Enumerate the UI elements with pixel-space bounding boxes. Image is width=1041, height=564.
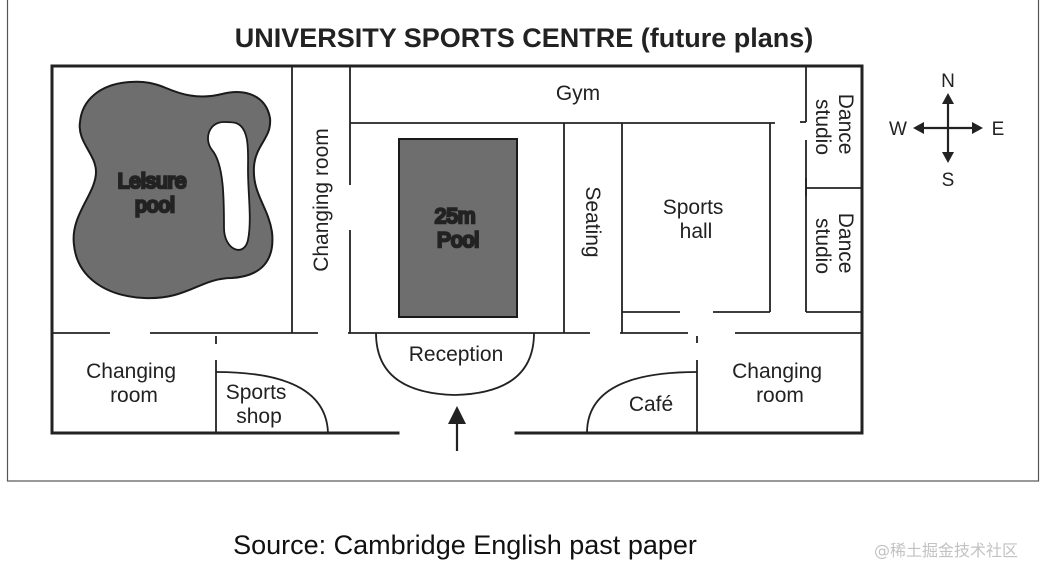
source-caption: Source: Cambridge English past paper: [233, 530, 697, 560]
compass-w: W: [889, 119, 907, 140]
label-gym: Gym: [556, 82, 600, 105]
cafe-door: [586, 371, 698, 434]
label-changing-room-right: Changing room: [732, 360, 828, 407]
label-sports-shop: Sports shop: [226, 381, 293, 428]
sports-shop-door: [215, 371, 329, 434]
building-walls: [50, 64, 864, 435]
label-dance-studio-lower: Dance studio: [811, 213, 857, 280]
compass-n: N: [941, 71, 955, 92]
reception-desk: [375, 332, 535, 396]
label-changing-room-left: Changing room: [86, 360, 182, 407]
watermark: @稀土掘金技术社区: [874, 541, 1019, 560]
interior-walls: [52, 66, 862, 433]
diagram-title: UNIVERSITY SPORTS CENTRE (future plans): [235, 23, 814, 53]
label-dance-studio-upper: Dance studio: [811, 94, 857, 161]
label-changing-room-vertical: Changing room: [310, 128, 333, 272]
compass-e: E: [992, 119, 1005, 140]
pool-25m-shape: [398, 138, 518, 318]
label-reception: Reception: [409, 343, 504, 366]
compass-s: S: [942, 170, 955, 191]
compass-rose: N S W E: [889, 71, 1004, 191]
door-arcs: [215, 332, 698, 434]
label-cafe: Café: [629, 393, 673, 416]
label-leisure-pool: Leisure pool: [118, 170, 193, 217]
label-sports-hall: Sports hall: [663, 196, 730, 243]
label-seating: Seating: [581, 186, 604, 257]
label-pool-25m: 25m Pool: [435, 205, 482, 252]
diagram-frame: [6, 0, 1040, 482]
entrance-arrow: [448, 406, 466, 451]
leisure-pool-island: [207, 121, 251, 251]
